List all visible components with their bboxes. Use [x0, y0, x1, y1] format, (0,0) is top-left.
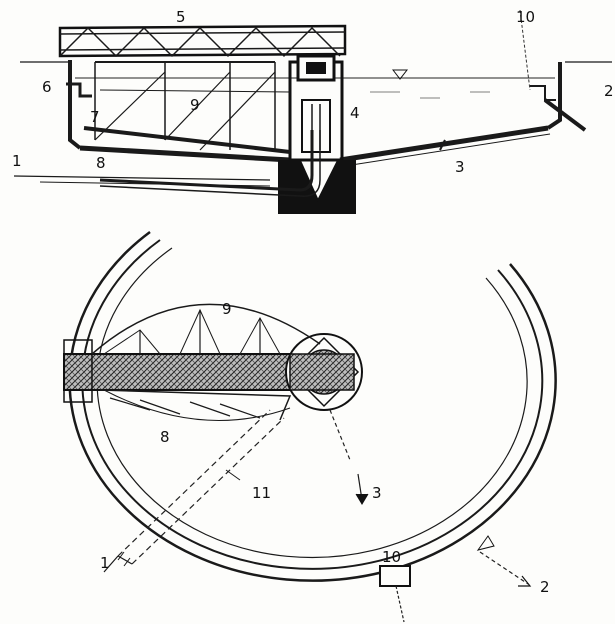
scraper-blades: [99, 389, 292, 421]
label-trough: 6: [42, 78, 52, 96]
effluent-trough-right: [530, 85, 556, 101]
section-view: 1 3 4 5 6 7 8 9 10 2: [12, 8, 614, 214]
label-plan-pipe: 11: [252, 484, 271, 502]
scraper-frame: [94, 62, 276, 150]
label-scraper: 8: [96, 154, 106, 172]
plan-view: 9 8 11 3 1 10 2: [63, 230, 557, 623]
sludge-pipe-plan: [329, 409, 351, 461]
inlet-pipe-section: [99, 130, 314, 192]
label-plan-effluent: 2: [540, 578, 550, 596]
label-column: 4: [350, 104, 360, 122]
label-plan-outlet: 10: [382, 548, 401, 566]
tank-left-wall: [68, 60, 82, 150]
label-plan-sludge: 3: [372, 484, 382, 502]
label-drain: 3: [455, 158, 465, 176]
effluent-trough-left: [66, 82, 92, 98]
effluent-pipe-plan: [479, 551, 529, 585]
label-weir: 7: [90, 108, 100, 126]
outlet-box-plan: [379, 565, 411, 587]
scraper-arc: [91, 303, 321, 355]
label-plan-inlet: 1: [100, 554, 110, 572]
label-bridge: 5: [176, 8, 186, 26]
inlet-pipe-plan: [117, 409, 271, 557]
label-plan-blades: 8: [160, 428, 170, 446]
label-plan-arc: 9: [222, 300, 232, 318]
scraper-arm: [83, 126, 291, 154]
label-frame: 9: [190, 96, 200, 114]
bridge-truss: [58, 24, 347, 58]
label-outlet: 10: [516, 8, 535, 26]
label-effluent: 2: [604, 82, 614, 100]
label-inlet: 1: [12, 152, 22, 170]
tank-floor-left: [79, 145, 291, 163]
water-level-marker: [391, 69, 409, 80]
tank-right-wall: [546, 62, 562, 130]
